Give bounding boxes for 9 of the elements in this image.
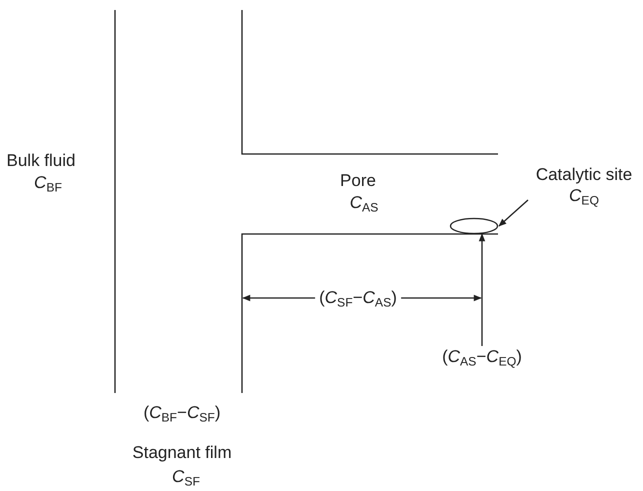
- region-label: C$_{AS}$: [350, 192, 378, 213]
- region-label: C$_{BF}$: [34, 172, 62, 193]
- region-label: (C$_{BF}$−C$_{SF}$): [143, 402, 221, 423]
- leader-arrow: [498, 200, 528, 227]
- region-label: Pore: [340, 170, 376, 191]
- region-label: C$_{SF}$: [172, 466, 200, 487]
- region-label: Stagnant film: [132, 442, 232, 463]
- region-label: Bulk fluid: [6, 150, 76, 171]
- arrow: [478, 233, 486, 346]
